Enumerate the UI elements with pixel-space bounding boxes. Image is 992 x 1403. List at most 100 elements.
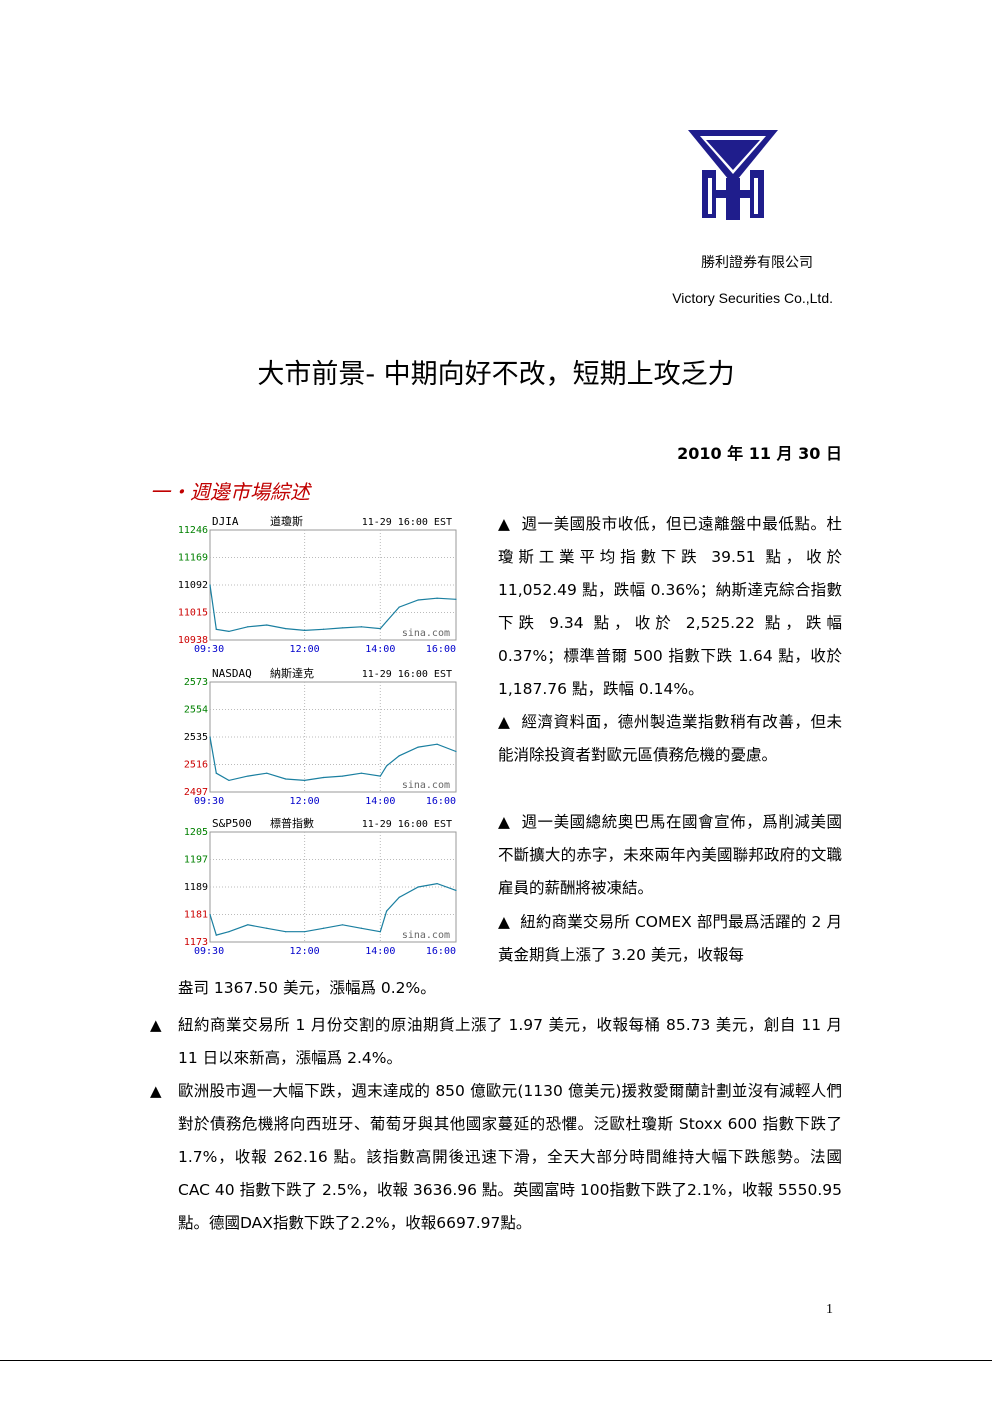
series-line: [209, 584, 457, 633]
data-point: [285, 778, 287, 780]
data-point: [266, 927, 268, 929]
paragraph-text: 紐約商業交易所 COMEX 部門最爲活躍的 2 月黃金期貨上漲了 3.20 美元…: [498, 913, 842, 964]
data-point: [360, 772, 362, 774]
bullet-triangle-icon: ▲: [498, 713, 511, 731]
data-point: [228, 931, 230, 933]
footer-rule: [0, 1360, 992, 1361]
data-point: [304, 779, 306, 782]
data-point: [341, 775, 344, 777]
data-point: [386, 765, 388, 767]
chart-timestamp: 11-29 16:00 EST: [362, 819, 452, 830]
data-point: [379, 931, 381, 933]
data-point: [266, 624, 268, 626]
data-point: [436, 882, 438, 885]
bullet-triangle-icon: ▲: [150, 1016, 162, 1034]
paragraph-gold-line2: 盎司 1367.50 美元，漲幅爲 0.2%。: [178, 979, 436, 997]
chart-name: 道瓊斯: [270, 514, 303, 528]
y-tick-label: 2497: [184, 787, 208, 798]
data-point: [455, 750, 457, 753]
y-tick-label: 10938: [178, 635, 208, 646]
data-point: [379, 775, 381, 777]
y-tick-label: 2535: [184, 732, 208, 743]
data-point: [228, 779, 230, 782]
paragraph-obama-pay-freeze: ▲ 週一美國總統奧巴馬在國會宣佈，爲削減美國不斷擴大的赤字，未來兩年內美國聯邦政…: [498, 806, 842, 905]
data-point: [386, 620, 388, 623]
bullet-triangle-icon: ▲: [498, 913, 511, 931]
paragraph-text: 週一美國股市收低，但已遠離盤中最低點。杜瓊斯工業平均指數下跌 39.51 點，收…: [498, 515, 842, 698]
paragraph-crude-oil: 紐約商業交易所 1 月份交割的原油期貨上漲了 1.97 美元，收報每桶 85.7…: [178, 1016, 842, 1067]
chart-watermark: sina.com: [402, 930, 450, 941]
data-point: [398, 606, 400, 608]
y-tick-label: 1181: [184, 910, 208, 921]
data-point: [360, 626, 362, 628]
data-point: [247, 626, 249, 628]
bullet-triangle-icon: ▲: [150, 1082, 162, 1100]
series-line: [209, 882, 457, 936]
data-point: [417, 886, 419, 888]
bullet-triangle-icon: ▲: [498, 515, 511, 533]
bullet-triangle-icon: ▲: [498, 813, 511, 831]
x-tick-label: 16:00: [426, 644, 456, 655]
x-tick-label: 14:00: [365, 644, 395, 655]
chart-timestamp: 11-29 16:00 EST: [362, 517, 452, 528]
paragraph-text: 經濟資料面，德州製造業指數稍有改善，但未能消除投資者對歐元區債務危機的憂慮。: [498, 713, 842, 764]
data-point: [304, 931, 306, 933]
data-point: [209, 584, 211, 586]
y-tick-label: 11246: [178, 525, 208, 536]
data-point: [341, 924, 344, 926]
y-tick-label: 1197: [184, 855, 208, 866]
data-point: [455, 889, 457, 892]
paragraph-economic-data: ▲ 經濟資料面，德州製造業指數稍有改善，但未能消除投資者對歐元區債務危機的憂慮。: [498, 706, 842, 772]
chart-symbol: NASDAQ: [212, 667, 252, 680]
y-tick-label: 2554: [184, 705, 208, 716]
x-tick-label: 09:30: [194, 644, 224, 655]
data-point: [322, 927, 325, 929]
chart-symbol: S&P500: [212, 817, 252, 830]
company-logo: [688, 130, 778, 220]
x-tick-label: 12:00: [290, 796, 320, 807]
data-point: [417, 746, 419, 748]
chart-timestamp: 11-29 16:00 EST: [362, 669, 452, 680]
data-point: [417, 599, 419, 601]
data-point: [398, 755, 400, 757]
data-point: [304, 629, 306, 631]
chart-name: 標普指數: [270, 816, 314, 830]
data-point: [228, 630, 230, 633]
data-point: [247, 775, 249, 777]
y-tick-label: 2573: [184, 677, 208, 688]
data-point: [322, 628, 325, 630]
data-point: [215, 628, 217, 630]
chart-watermark: sina.com: [402, 780, 450, 791]
company-name-chinese: 勝利證券有限公司: [701, 255, 813, 271]
chart-nasdaq: NASDAQ 納斯達克 11-29 16:00 EST 2573 2554 2535 251…: [172, 664, 462, 820]
paragraph-gold-line1: ▲ 紐約商業交易所 COMEX 部門最爲活躍的 2 月黃金期貨上漲了 3.20 …: [498, 906, 842, 972]
x-tick-label: 14:00: [365, 796, 395, 807]
data-point: [455, 598, 457, 600]
series-line: [209, 736, 457, 782]
data-point: [386, 910, 388, 912]
victory-securities-logo-icon: [688, 130, 778, 220]
chart-svg: NASDAQ 納斯達克 11-29 16:00 EST 2573 2554 2535 251…: [184, 667, 457, 807]
data-point: [215, 772, 217, 774]
y-tick-label: 2516: [184, 760, 208, 771]
data-point: [209, 913, 211, 916]
x-tick-label: 09:30: [194, 796, 224, 807]
chart-watermark: sina.com: [402, 628, 450, 639]
data-point: [285, 931, 287, 933]
data-point: [360, 927, 362, 929]
chart-name: 納斯達克: [270, 667, 314, 680]
data-point: [436, 597, 438, 599]
data-point: [247, 924, 249, 926]
y-tick-label: 11092: [178, 580, 208, 591]
report-date: 2010 年 11 月 30 日: [677, 444, 842, 463]
y-tick-label: 1205: [184, 827, 208, 838]
paragraph-text: 週一美國總統奧巴馬在國會宣佈，爲削減美國不斷擴大的赤字，未來兩年內美國聯邦政府的…: [498, 813, 842, 897]
data-point: [398, 896, 400, 898]
data-point: [266, 772, 268, 774]
data-point: [341, 627, 344, 629]
y-tick-label: 1173: [184, 937, 208, 948]
data-point: [209, 736, 211, 738]
data-point: [215, 934, 217, 936]
